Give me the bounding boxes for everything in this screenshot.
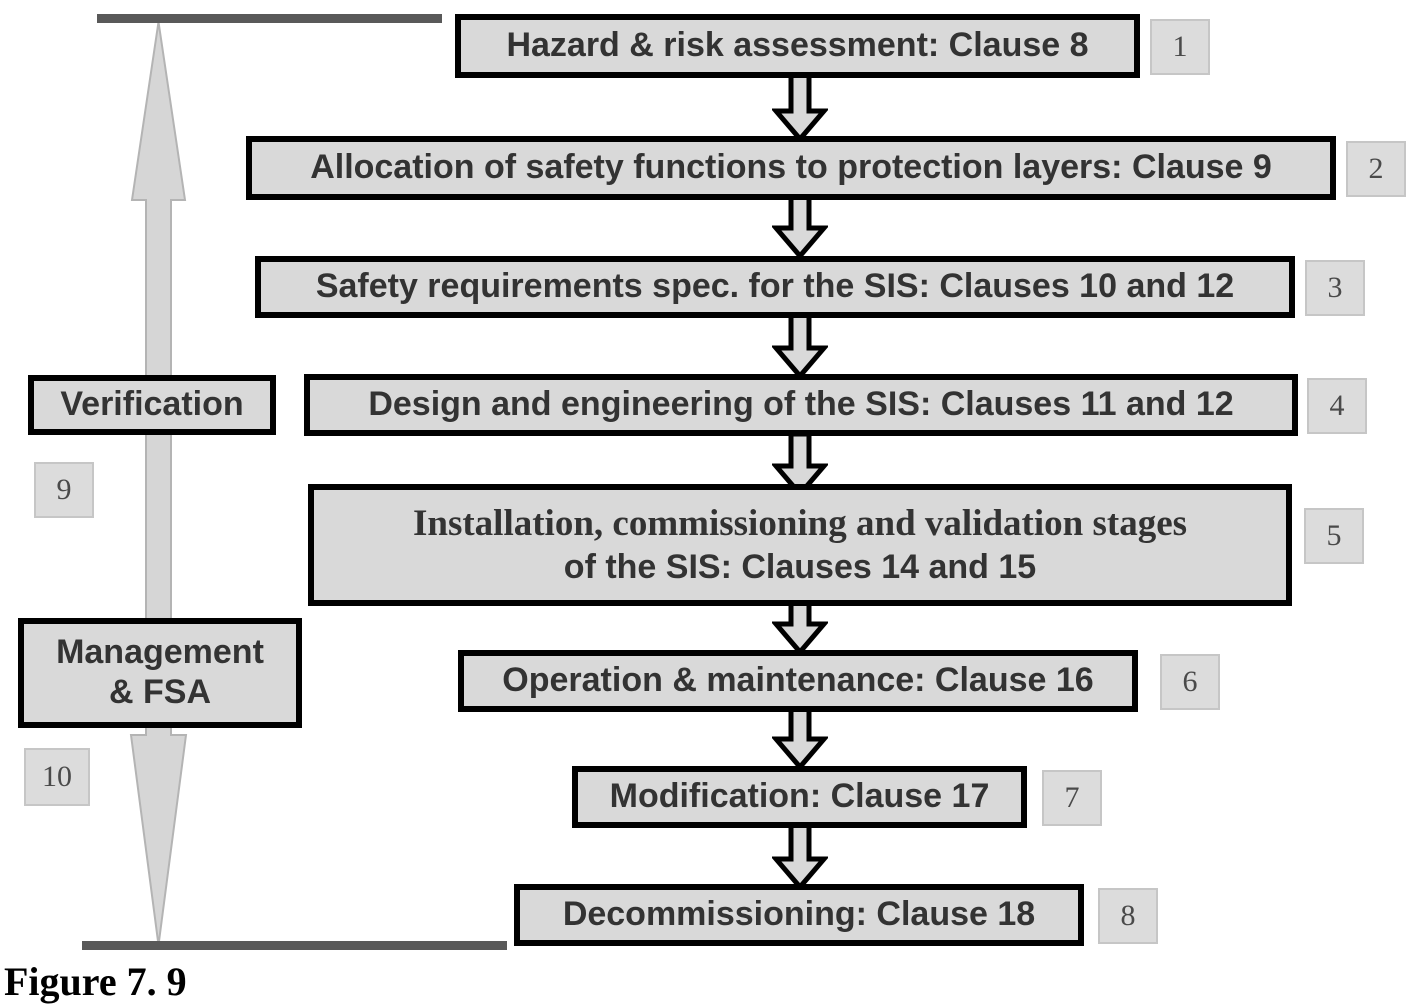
process-box-7[interactable]: Modification: Clause 17: [572, 766, 1027, 828]
step-badge-3: 3: [1305, 260, 1365, 316]
process-box-3-label: Safety requirements spec. for the SIS: C…: [315, 267, 1235, 306]
down-block-arrow-icon: [772, 434, 828, 496]
down-block-arrow-icon: [772, 825, 828, 889]
process-box-1-label: Hazard & risk assessment: Clause 8: [506, 26, 1089, 65]
down-block-arrow-icon: [772, 75, 828, 141]
step-badge-2-value: 2: [1368, 152, 1384, 185]
management-fsa-badge-value: 10: [42, 760, 72, 793]
down-block-arrow-icon: [772, 314, 828, 378]
step-badge-8: 8: [1098, 888, 1158, 944]
process-box-7-label: Modification: Clause 17: [609, 777, 990, 816]
verification-box[interactable]: Verification: [28, 375, 276, 435]
management-fsa-label-line1: Management: [56, 633, 264, 672]
down-block-arrow-icon: [772, 705, 828, 769]
step-badge-7-value: 7: [1064, 781, 1080, 814]
process-box-4[interactable]: Design and engineering of the SIS: Claus…: [304, 374, 1298, 436]
process-box-8-label: Decommissioning: Clause 18: [562, 895, 1036, 934]
step-badge-5: 5: [1304, 508, 1364, 564]
step-badge-5-value: 5: [1326, 519, 1342, 552]
process-box-1[interactable]: Hazard & risk assessment: Clause 8: [455, 14, 1140, 78]
process-box-6-label: Operation & maintenance: Clause 16: [502, 661, 1094, 700]
process-box-6[interactable]: Operation & maintenance: Clause 16: [458, 650, 1138, 712]
step-badge-1-value: 1: [1172, 30, 1188, 63]
process-box-8[interactable]: Decommissioning: Clause 18: [514, 884, 1084, 946]
down-block-arrow-icon: [772, 196, 828, 258]
process-box-5-label-line2: of the SIS: Clauses 14 and 15: [563, 547, 1037, 586]
step-badge-6-value: 6: [1182, 665, 1198, 698]
step-badge-2: 2: [1346, 141, 1406, 197]
step-badge-4-value: 4: [1329, 389, 1345, 422]
management-fsa-badge: 10: [24, 748, 90, 806]
step-badge-7: 7: [1042, 770, 1102, 826]
figure-caption: Figure 7. 9: [4, 959, 187, 1004]
process-box-5[interactable]: Installation, commissioning and validati…: [308, 484, 1292, 606]
management-fsa-label-line2: & FSA: [109, 673, 211, 711]
process-box-3[interactable]: Safety requirements spec. for the SIS: C…: [255, 256, 1295, 318]
step-badge-1: 1: [1150, 19, 1210, 75]
step-badge-3-value: 3: [1327, 271, 1343, 304]
top-rail: [97, 14, 442, 23]
process-box-2[interactable]: Allocation of safety functions to protec…: [246, 136, 1336, 200]
step-badge-6: 6: [1160, 654, 1220, 710]
process-box-4-label: Design and engineering of the SIS: Claus…: [368, 385, 1234, 424]
verification-badge-value: 9: [56, 473, 72, 506]
process-box-2-label: Allocation of safety functions to protec…: [310, 148, 1272, 187]
verification-label: Verification: [60, 385, 244, 424]
bottom-rail: [82, 941, 507, 950]
verification-badge: 9: [34, 462, 94, 518]
step-badge-8-value: 8: [1120, 899, 1136, 932]
management-fsa-box[interactable]: Management & FSA: [18, 618, 302, 728]
step-badge-4: 4: [1307, 378, 1367, 434]
process-box-5-label-line1: Installation, commissioning and validati…: [412, 502, 1188, 544]
